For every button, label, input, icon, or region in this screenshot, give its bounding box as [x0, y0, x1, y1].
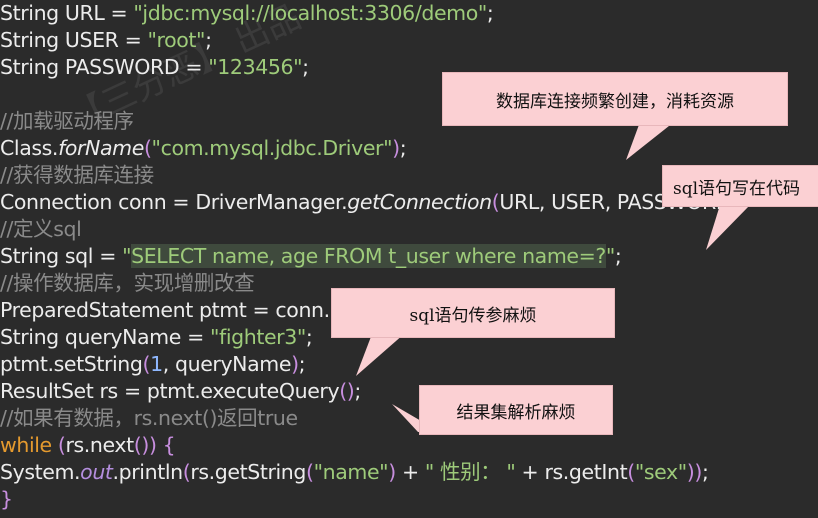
code-line[interactable]: ResultSet rs = ptmt.executeQuery();	[0, 378, 818, 405]
code-token: 1	[150, 352, 163, 376]
code-token: ResultSet rs = ptmt.executeQuery	[0, 379, 340, 403]
code-line[interactable]: String PASSWORD = "123456";	[0, 54, 818, 81]
code-token: //操作数据库，实现增删改查	[0, 271, 255, 295]
callout-result-parsing-text: 结果集解析麻烦	[456, 402, 576, 423]
code-token: ;	[305, 325, 313, 349]
code-token: getConnection	[347, 190, 492, 214]
code-line[interactable]: String sql = "SELECT name, age FROM t_us…	[0, 243, 818, 270]
code-token: (	[627, 460, 635, 484]
callout-tail-3	[356, 334, 404, 376]
code-line[interactable]: //加载驱动程序	[0, 108, 818, 135]
code-line[interactable]: Class.forName("com.mysql.jdbc.Driver");	[0, 135, 818, 162]
code-token: //如果有数据，rs.next()返回true	[0, 406, 298, 430]
callout-tail-1	[626, 122, 674, 160]
code-token: //加载驱动程序	[0, 109, 134, 133]
code-token: (	[143, 136, 152, 160]
code-token: ;	[354, 379, 361, 403]
code-line[interactable]: System.out.println(rs.getString("name") …	[0, 459, 818, 486]
callout-connection: 数据库连接频繁创建，消耗资源	[442, 72, 788, 126]
code-token: Class.	[0, 136, 59, 160]
code-token: String PASSWORD =	[0, 55, 209, 79]
code-token: String queryName =	[0, 325, 210, 349]
code-token: while	[0, 433, 52, 457]
code-line[interactable]: //操作数据库，实现增删改查	[0, 270, 818, 297]
code-token: .println	[112, 460, 184, 484]
code-token: "123456"	[208, 55, 303, 79]
code-token: rs.getString	[190, 460, 306, 484]
code-token: )	[388, 460, 396, 484]
callout-sql-in-code: sql语句写在代码	[662, 165, 818, 207]
code-token: (	[306, 460, 314, 484]
code-token: forName	[58, 136, 144, 160]
code-token: ;	[205, 28, 212, 52]
code-token: ;	[399, 136, 407, 160]
code-line[interactable]: while (rs.next()) {	[0, 432, 818, 459]
code-token: +	[395, 460, 425, 484]
code-token: ())	[133, 433, 157, 457]
code-token: (	[182, 460, 191, 484]
code-token: //定义sql	[0, 217, 82, 241]
callout-result-parsing: 结果集解析麻烦	[419, 385, 613, 435]
code-token: out	[80, 460, 113, 484]
code-token: ;	[298, 352, 306, 376]
code-token: ;	[614, 244, 622, 268]
code-token: " 性别： "	[424, 460, 516, 484]
code-token: }	[0, 487, 13, 511]
code-token: //获得数据库连接	[0, 163, 154, 187]
code-token: "com.mysql.jdbc.Driver"	[151, 136, 393, 160]
code-token: (	[491, 190, 500, 214]
code-token: String sql =	[0, 244, 123, 268]
code-token: Connection conn = DriverManager.	[0, 190, 348, 214]
code-line[interactable]: //获得数据库连接	[0, 162, 818, 189]
code-token: "name"	[313, 460, 389, 484]
code-token: String URL =	[0, 1, 134, 25]
code-token: "	[605, 244, 615, 268]
code-token: {	[162, 433, 176, 457]
callout-connection-text: 数据库连接频繁创建，消耗资源	[496, 91, 734, 112]
code-line[interactable]: //如果有数据，rs.next()返回true	[0, 405, 818, 432]
code-token: ptmt.setString	[0, 352, 143, 376]
code-token: ))	[686, 460, 703, 484]
code-line[interactable]: String queryName = "fighter3";	[0, 324, 818, 351]
callout-sql-params-text: sql语句传参麻烦	[409, 305, 537, 326]
code-token: ;	[486, 1, 494, 25]
code-token: ;	[302, 55, 309, 79]
code-token: + rs.getInt	[515, 460, 628, 484]
code-token: )	[291, 352, 299, 376]
code-token: )	[392, 136, 400, 160]
code-token: ;	[701, 460, 709, 484]
code-token: SELECT name, age FROM t_user where name=…	[131, 244, 606, 268]
code-token: , queryName	[162, 352, 292, 376]
code-line[interactable]: String USER = "root";	[0, 27, 818, 54]
code-token: ()	[339, 379, 355, 403]
code-token: String USER =	[0, 28, 148, 52]
code-token: "	[122, 244, 132, 268]
code-token: (	[142, 352, 151, 376]
callout-sql-in-code-text: sql语句写在代码	[673, 178, 801, 199]
code-line[interactable]: String URL = "jdbc:mysql://localhost:330…	[0, 0, 818, 27]
code-token: "sex"	[634, 460, 687, 484]
callout-tail-2	[706, 205, 750, 250]
code-token: rs.next	[65, 433, 135, 457]
code-token: (	[57, 433, 66, 457]
code-line[interactable]: }	[0, 486, 818, 513]
code-line[interactable]: ptmt.setString(1, queryName);	[0, 351, 818, 378]
code-token: "root"	[147, 28, 206, 52]
code-token: "fighter3"	[209, 325, 306, 349]
code-line[interactable]: //定义sql	[0, 216, 818, 243]
callout-sql-params: sql语句传参麻烦	[331, 288, 615, 338]
code-token: System.	[0, 460, 81, 484]
code-token: "jdbc:mysql://localhost:3306/demo"	[133, 1, 487, 25]
